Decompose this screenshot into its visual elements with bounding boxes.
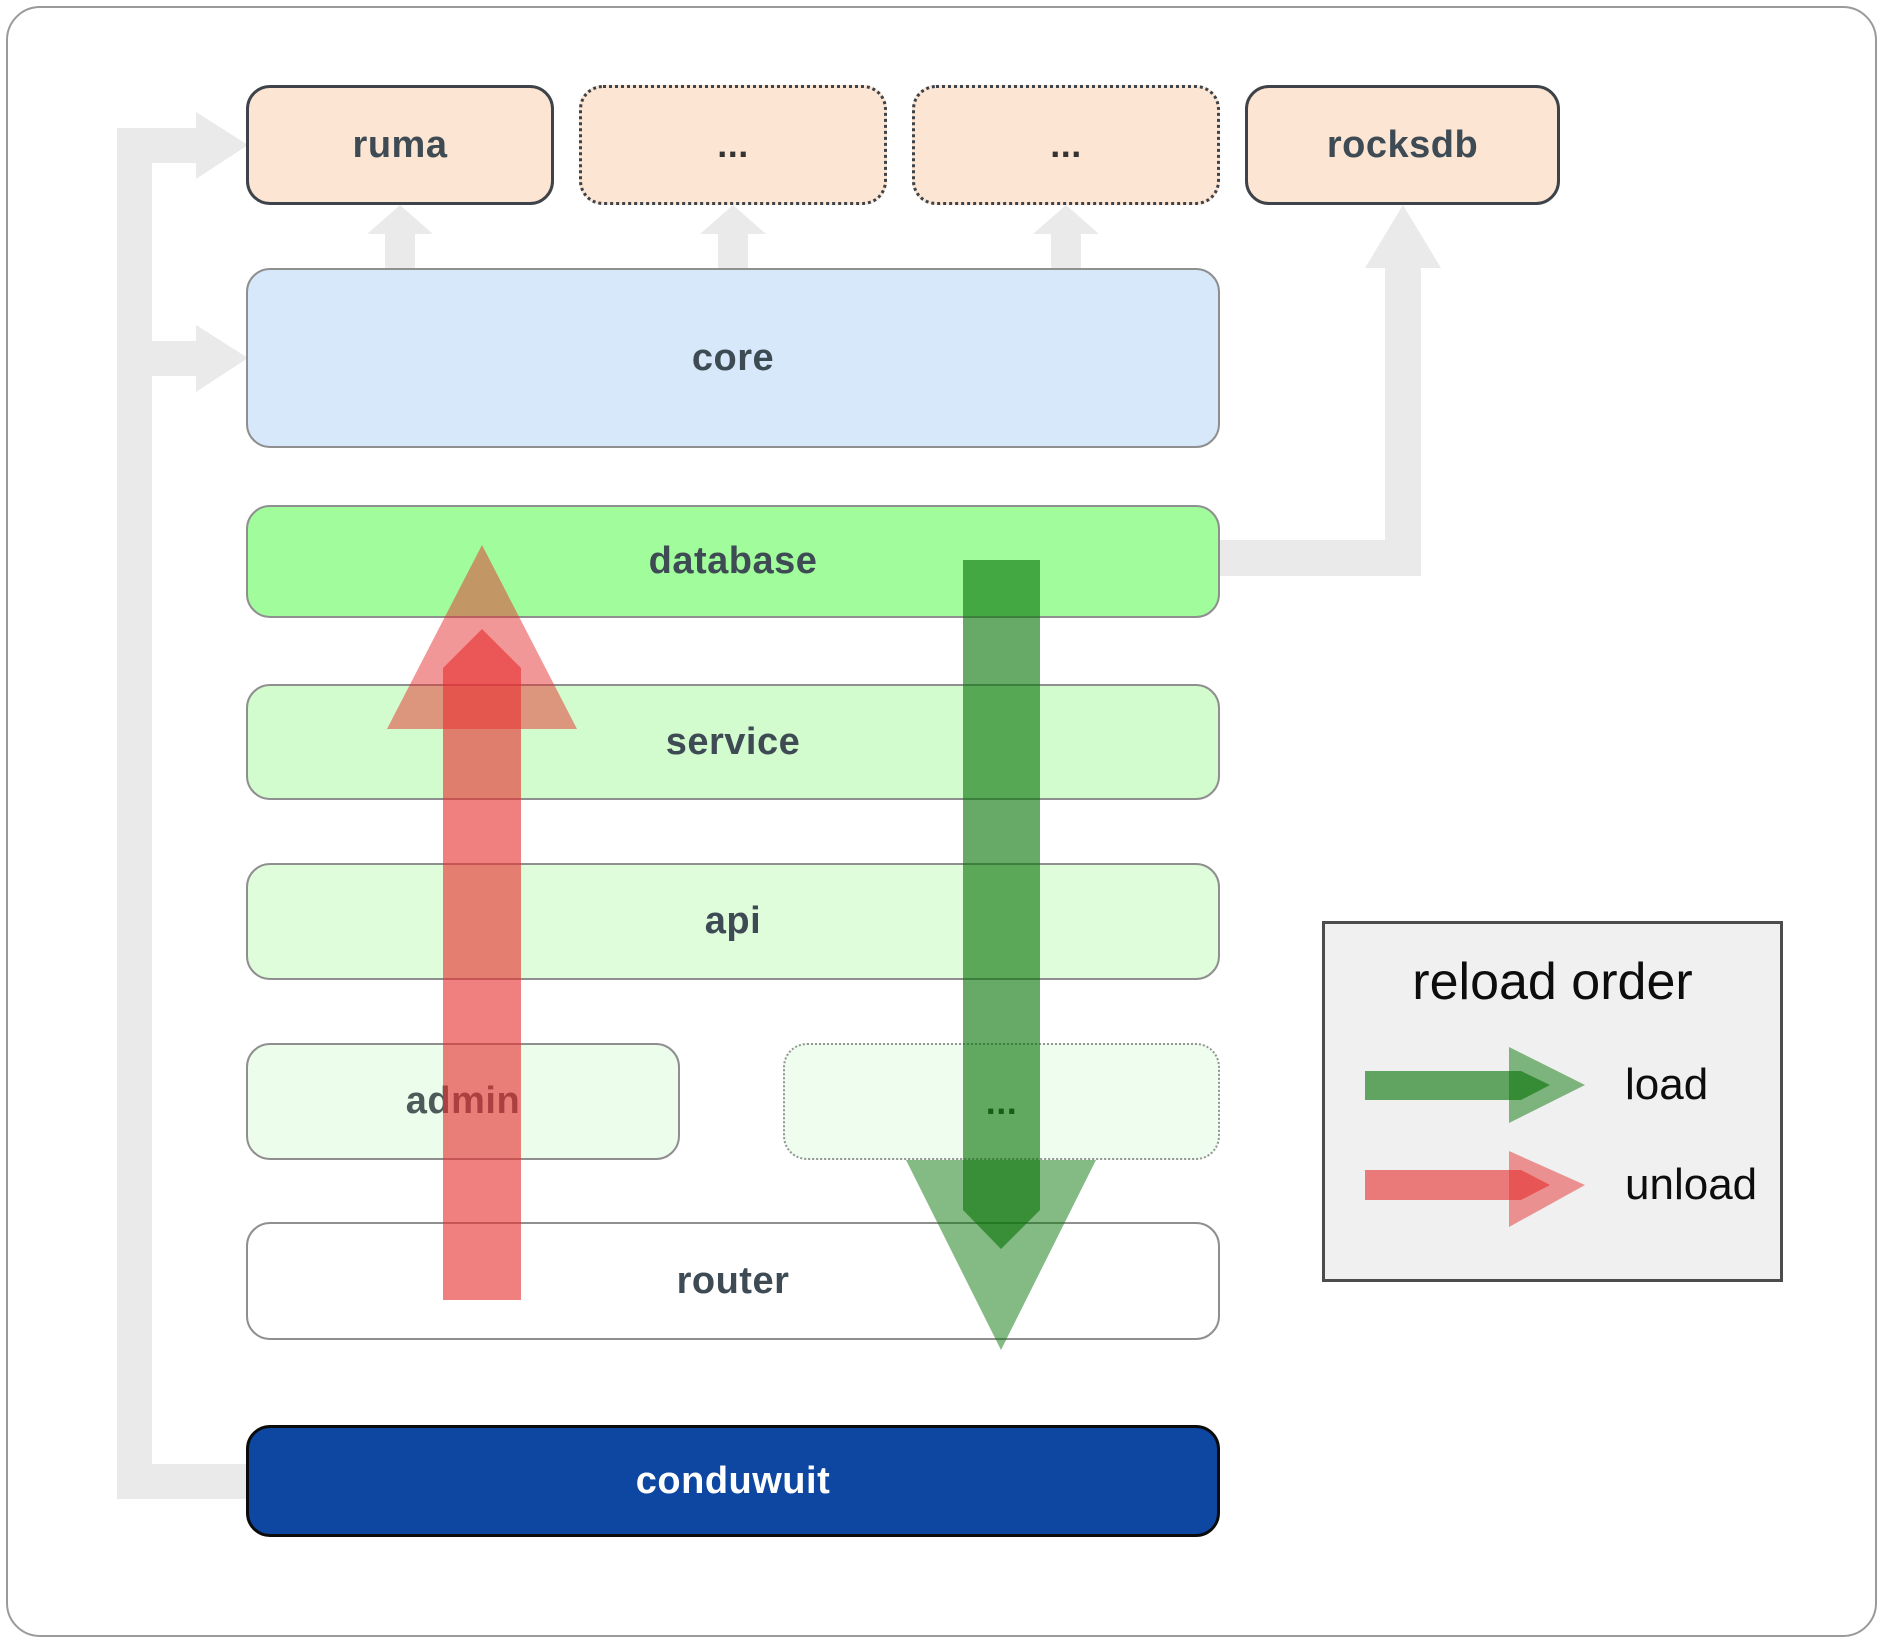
box-admin: admin: [246, 1043, 680, 1160]
box-admin-label: admin: [405, 1080, 521, 1122]
legend-title: reload order: [1412, 953, 1693, 1011]
box-api: api: [246, 863, 1220, 980]
rocksdb-arrowhead-icon: [1365, 205, 1441, 268]
box-ellipsis-2: ...: [912, 85, 1220, 205]
box-ruma: ruma: [246, 85, 554, 205]
box-core-label: core: [691, 336, 775, 379]
box-database-label: database: [648, 540, 818, 582]
box-service: service: [246, 684, 1220, 800]
core-to-ellipsis1-arrowhead-icon: [700, 205, 766, 234]
legend-arrow-icons: [1365, 1047, 1585, 1227]
core-to-ellipsis1-arrow: [718, 234, 748, 268]
box-api-label: api: [704, 900, 762, 942]
legend-load-shaft: [1365, 1071, 1550, 1100]
box-ellipsis-1-label: ...: [717, 124, 749, 165]
core-branch-connector: [117, 341, 196, 376]
box-ellipsis-3: ...: [783, 1043, 1220, 1160]
legend-unload-label: unload: [1625, 1160, 1758, 1209]
legend-unload-arrowhead-icon: [1509, 1151, 1585, 1227]
box-ruma-label: ruma: [352, 123, 448, 166]
core-to-ruma-arrowhead-icon: [367, 205, 433, 234]
legend-load-arrow-icon: [1365, 1047, 1585, 1123]
box-rocksdb-label: rocksdb: [1326, 123, 1479, 166]
box-ellipsis-3-label: ...: [985, 1080, 1018, 1122]
core-arrowhead-icon: [196, 325, 248, 392]
core-to-ellipsis2-arrowhead-icon: [1033, 205, 1099, 234]
left-rail-connector: [117, 128, 152, 1499]
legend-unload-shaft: [1365, 1170, 1550, 1200]
core-to-ruma-arrow: [385, 234, 415, 268]
legend-load-label: load: [1625, 1060, 1709, 1109]
box-router: router: [246, 1222, 1220, 1340]
conduwuit-branch-connector: [117, 1464, 246, 1499]
box-database: database: [246, 505, 1220, 618]
legend-unload-arrow-icon: [1365, 1151, 1585, 1227]
rocksdb-rail-connector: [1385, 262, 1421, 576]
box-conduwuit-label: conduwuit: [635, 1459, 831, 1502]
box-core: core: [246, 268, 1220, 448]
outer-frame: [6, 6, 1877, 1637]
core-to-ellipsis2-arrow: [1051, 234, 1081, 268]
box-ellipsis-1: ...: [579, 85, 887, 205]
ruma-arrowhead-icon: [196, 112, 248, 179]
ruma-branch-connector: [117, 128, 196, 163]
legend: reload order load unload: [1322, 921, 1783, 1282]
box-conduwuit: conduwuit: [246, 1425, 1220, 1537]
box-ellipsis-2-label: ...: [1050, 124, 1082, 165]
box-service-label: service: [665, 720, 801, 763]
box-router-label: router: [676, 1259, 790, 1302]
box-rocksdb: rocksdb: [1245, 85, 1560, 205]
